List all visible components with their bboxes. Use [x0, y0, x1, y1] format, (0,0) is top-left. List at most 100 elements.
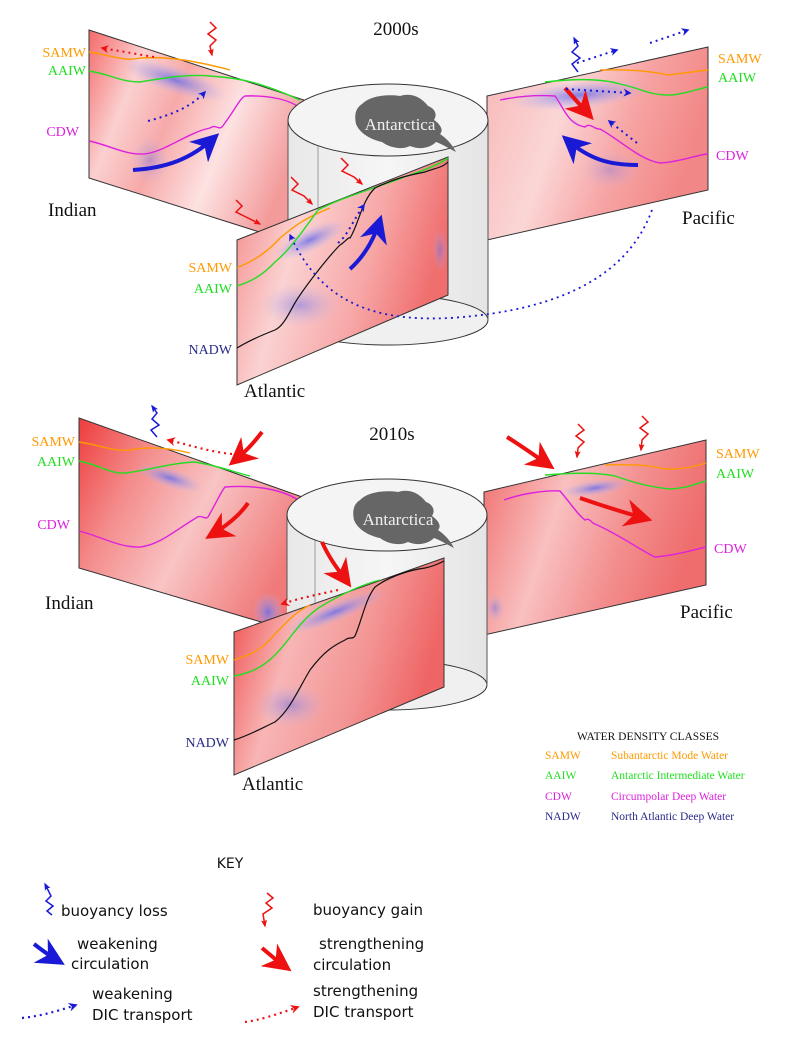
continent-label: Antarctica	[365, 115, 436, 134]
atlantic-blue-anomaly	[273, 219, 347, 261]
samw-isopycnal	[78, 441, 191, 454]
legend-name-aaiw: Antarctic Intermediate Water	[611, 770, 745, 782]
key-label-strengthening-dic-1: strengthening	[313, 982, 418, 1000]
samw-isopycnal	[236, 207, 331, 269]
period-title: 2010s	[369, 424, 414, 445]
atlantic-section-frame	[233, 557, 445, 776]
legend-name-samw: Subantarctic Mode Water	[611, 750, 728, 762]
atlantic-aaiw-label: AAIW	[194, 282, 233, 297]
pacific-cdw-label: CDW	[714, 542, 747, 557]
samw-isopycnal	[599, 69, 709, 76]
pacific-section: SAMW AAIW CDW Pacific	[486, 28, 762, 241]
water-density-legend: WATER DENSITY CLASSES SAMW Subantarctic …	[545, 731, 745, 823]
strengthening-circulation-arrow	[579, 496, 653, 527]
legend-abbr-aaiw: AAIW	[545, 770, 576, 782]
weakening-circulation-icon	[32, 938, 65, 965]
legend-abbr-nadw: NADW	[545, 811, 581, 823]
buoyancy-gain-icon	[638, 415, 650, 452]
strengthening-dic-transport-icon	[244, 1005, 300, 1024]
nadw-isopycnal	[236, 161, 449, 349]
atlantic-section-frame	[236, 156, 449, 386]
indian-samw-label: SAMW	[42, 46, 86, 61]
key-label-buoyancy-gain: buoyancy gain	[313, 901, 423, 919]
weakening-dic-transport-arrow	[289, 209, 653, 320]
indian-anomaly-field	[79, 418, 305, 635]
strengthening-dic-transport-arrow	[100, 45, 155, 58]
pacific-blue-anomaly-2	[485, 594, 505, 622]
pacific-anomaly-field	[487, 47, 708, 240]
pacific-samw-label: SAMW	[718, 52, 762, 67]
buoyancy-loss-icon	[570, 36, 582, 73]
pacific-cdw-label: CDW	[716, 149, 749, 164]
indian-samw-label: SAMW	[31, 435, 75, 450]
cdw-isopycnal	[499, 94, 709, 164]
indian-section: SAMW AAIW CDW Indian	[42, 21, 311, 249]
atlantic-samw-label: SAMW	[185, 653, 229, 668]
aaiw-isopycnal	[233, 579, 381, 677]
pacific-section: SAMW AAIW CDW Pacific	[483, 415, 760, 636]
buoyancy-gain-icon	[234, 199, 262, 225]
weakening-circulation-arrow	[348, 214, 387, 271]
indian-aaiw-label: AAIW	[37, 455, 76, 470]
weakening-dic-transport-arrow	[147, 90, 207, 122]
pacific-basin-label: Pacific	[680, 602, 733, 623]
indian-blue-anomaly	[122, 58, 228, 102]
atlantic-nadw-label: NADW	[188, 343, 232, 358]
aaiw-isopycnal	[544, 472, 707, 490]
indian-basin-label: Indian	[48, 200, 97, 221]
key-label-weakening-circulation-1: weakening	[77, 935, 158, 953]
buoyancy-gain-icon	[574, 423, 586, 459]
legend-name-cdw: Circumpolar Deep Water	[611, 791, 726, 803]
indian-cdw-label: CDW	[46, 125, 79, 140]
buoyancy-gain-icon	[261, 892, 275, 928]
weakening-dic-transport-arrow	[337, 203, 365, 244]
key-label-weakening-dic-2: DIC transport	[92, 1006, 193, 1024]
legend-title: WATER DENSITY CLASSES	[577, 731, 719, 743]
aaiw-isopycnal	[78, 460, 251, 477]
strengthening-dic-transport-arrow	[166, 437, 233, 456]
weakening-circulation-arrow	[132, 133, 220, 172]
key-label-buoyancy-loss: buoyancy loss	[61, 902, 168, 920]
indian-blue-anomaly-2	[130, 136, 170, 184]
strengthening-circulation-arrow	[563, 86, 594, 121]
aaiw-isopycnal	[236, 157, 449, 287]
continent-label: Antarctica	[363, 510, 434, 529]
buoyancy-loss-icon	[149, 404, 161, 438]
indian-aaiw-label: AAIW	[48, 64, 87, 79]
aaiw-isopycnal	[88, 70, 301, 101]
strengthening-circulation-arrow	[505, 435, 555, 470]
key-label-strengthening-circulation-1: strengthening	[319, 935, 424, 953]
atlantic-anomaly-field	[237, 157, 448, 385]
pacific-samw-label: SAMW	[716, 447, 760, 462]
strengthening-circulation-arrow	[228, 430, 264, 466]
buoyancy-gain-icon	[206, 21, 218, 57]
weakening-dic-transport-arrow	[649, 28, 690, 44]
buoyancy-loss-icon	[44, 882, 55, 916]
key-label-strengthening-circulation-2: circulation	[313, 956, 391, 974]
atlantic-section: SAMW AAIW NADW Atlantic	[185, 557, 445, 795]
atlantic-basin-label: Atlantic	[242, 774, 303, 795]
samw-isopycnal	[604, 462, 707, 470]
weakening-circulation-arrow	[561, 135, 639, 167]
pacific-basin-label: Pacific	[682, 208, 735, 229]
strengthening-circulation-icon	[260, 943, 292, 972]
atlantic-samw-label: SAMW	[188, 261, 232, 276]
atlantic-aaiw-label: AAIW	[191, 674, 230, 689]
samw-isopycnal	[88, 51, 231, 71]
legend-abbr-cdw: CDW	[545, 791, 572, 803]
buoyancy-gain-icon	[290, 176, 314, 206]
indian-blue-anomaly	[136, 463, 204, 493]
weakening-dic-transport-arrow	[576, 48, 619, 64]
period-title: 2000s	[373, 19, 418, 40]
atlantic-nadw-label: NADW	[185, 736, 229, 751]
cdw-isopycnal	[88, 95, 301, 155]
aaiw-isopycnal	[544, 78, 709, 96]
pacific-blue-anomaly	[560, 478, 630, 498]
arrow-key: KEY buoyancy loss buoyancy gain weakenin…	[21, 856, 424, 1024]
buoyancy-gain-icon	[340, 157, 364, 185]
indian-section: SAMW AAIW CDW Indian	[31, 404, 306, 636]
legend-name-nadw: North Atlantic Deep Water	[611, 811, 734, 823]
cdw-isopycnal	[78, 485, 299, 548]
samw-isopycnal	[233, 604, 311, 661]
